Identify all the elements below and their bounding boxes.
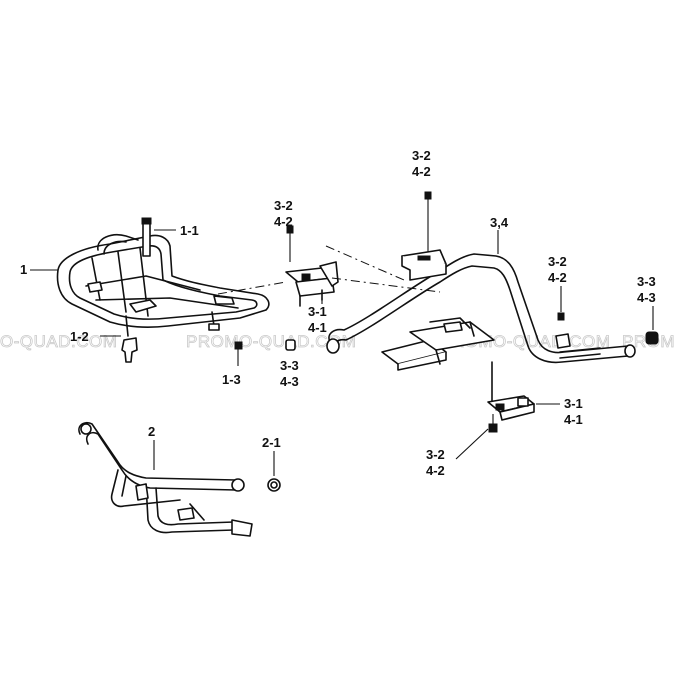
callout-1: 1 (20, 262, 27, 277)
assembly-line-2 (325, 245, 405, 281)
callout-1-3: 1-3 (222, 372, 241, 387)
rear-rack-part-3-4 (326, 230, 636, 371)
bolt-left-3-2 (286, 225, 294, 262)
callout-1-1: 1-1 (180, 223, 199, 238)
callout-left-bracket-3-1: 3-1 (308, 304, 327, 319)
bolt-part-1-1 (141, 217, 176, 257)
callout-left-bolt-4-2: 4-2 (274, 214, 293, 229)
bracket-left-3-1 (285, 261, 339, 307)
watermark-segment-1: O-QUAD.COM (0, 332, 117, 351)
callout-3-4: 3,4 (490, 215, 509, 230)
callout-1-2: 1-2 (70, 329, 89, 344)
callout-top-bolt-3-2: 3-2 (412, 148, 431, 163)
callout-bottom-bolt-4-2: 4-2 (426, 463, 445, 478)
callout-top-bolt-4-2: 4-2 (412, 164, 431, 179)
callout-left-bolt-3-2: 3-2 (274, 198, 293, 213)
callout-right-nut-4-3: 4-3 (637, 290, 656, 305)
callout-right-bracket-3-1: 3-1 (564, 396, 583, 411)
callout-left-bracket-4-1: 4-1 (308, 320, 327, 335)
bracket-right-3-1 (487, 361, 560, 421)
bushing-part-2-1 (267, 451, 281, 492)
callout-labels: 1 1-1 1-2 1-3 2 2-1 3-2 4-2 3-2 4-2 3-1 … (20, 148, 656, 478)
callout-right-bolt-3-2: 3-2 (548, 254, 567, 269)
bolt-bottom-3-2 (488, 414, 498, 433)
callout-bottom-bolt-3-2: 3-2 (426, 447, 445, 462)
callout-left-nut-3-3: 3-3 (280, 358, 299, 373)
callout-left-nut-4-3: 4-3 (280, 374, 299, 389)
front-rack-part-1 (56, 234, 270, 337)
bolt-right-3-2 (557, 286, 565, 321)
callout-right-nut-3-3: 3-3 (637, 274, 656, 289)
callout-right-bolt-4-2: 4-2 (548, 270, 567, 285)
assembly-line-3 (331, 277, 441, 293)
assembly-line-1 (217, 281, 287, 295)
callout-right-bracket-4-1: 4-1 (564, 412, 583, 427)
front-bumper-part-2 (78, 421, 253, 537)
nut-right-3-3 (645, 306, 659, 345)
watermark-segment-2: PROMO-QUAD.COM (186, 332, 356, 351)
callout-2: 2 (148, 424, 155, 439)
nut-left-3-3 (285, 339, 296, 351)
bolt-part-1-3 (234, 341, 243, 366)
clamp-part-1-2 (100, 335, 138, 363)
callout-2-1: 2-1 (262, 435, 281, 450)
bolt-top-3-2 (424, 191, 432, 252)
